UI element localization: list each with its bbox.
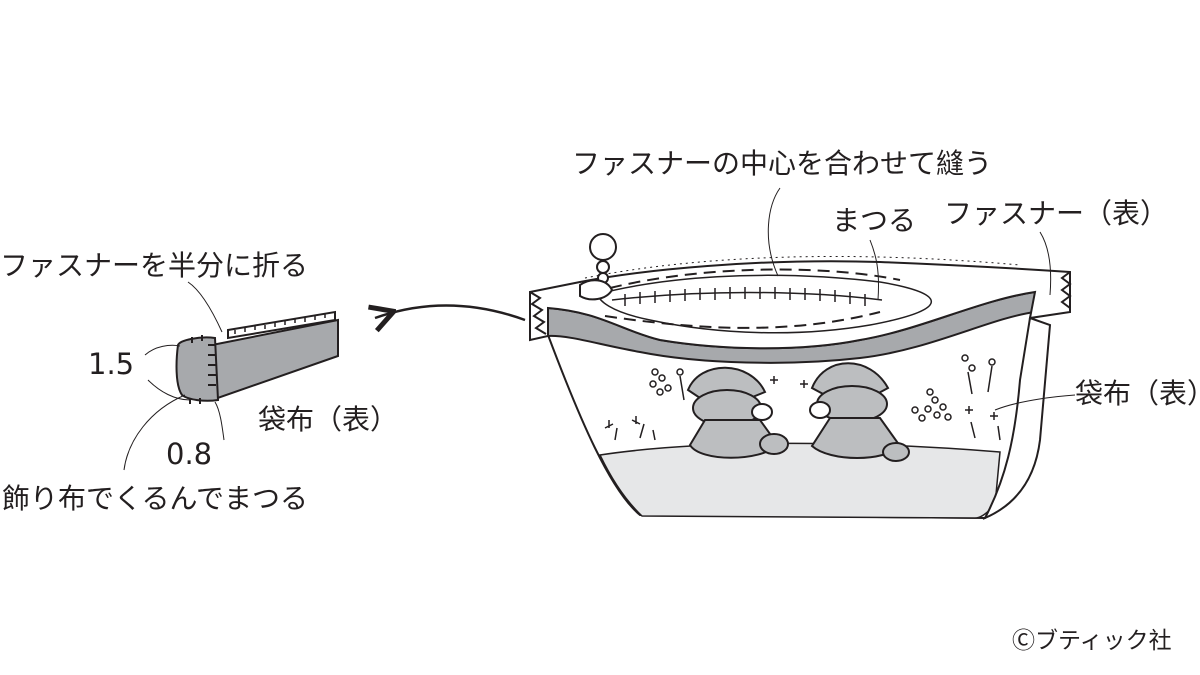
label-bag-fabric-detail: 袋布（表）: [258, 403, 399, 436]
detail-arrow: [375, 304, 526, 321]
leader-lines: [123, 187, 1076, 471]
stitch-line-upper: [609, 268, 901, 289]
embroidery-flowers: [604, 354, 1001, 441]
side-gusset: [982, 316, 1052, 521]
tape-edge-stitches: [584, 255, 1021, 279]
label-zipper-face: ファスナー（表）: [944, 197, 1169, 230]
dimension-bottom: 0.8: [166, 437, 213, 471]
zipper-teeth-ticks: [624, 287, 866, 306]
zipper-end-right: [1060, 271, 1072, 309]
zipper-end-left: [529, 291, 547, 335]
ground-area: [598, 442, 1001, 519]
label-whipstitch-top: まつる: [832, 204, 917, 237]
detail-illustration: [175, 304, 526, 404]
pouch-illustration: [529, 233, 1072, 521]
zipper-opening: [597, 274, 932, 334]
dimension-top: 1.5: [88, 347, 135, 381]
label-fold-zipper-half: ファスナーを半分に折る: [0, 249, 309, 282]
figure-left: [686, 366, 789, 459]
stitch-line-lower: [604, 311, 881, 329]
label-wrap-trim: 飾り布でくるんでまつる: [2, 482, 309, 515]
detail-trim-fold: [175, 336, 220, 402]
label-bag-fabric-main: 袋布（表）: [1075, 377, 1200, 410]
detail-zipper-tape-stitches: [234, 314, 326, 334]
detail-whipstitches: [189, 335, 216, 404]
figure-right: [809, 362, 910, 462]
zipper-pull: [579, 233, 617, 301]
label-zipper-center: ファスナーの中心を合わせて縫う: [572, 147, 993, 180]
copyright-credit: Ⓒブティック社: [1012, 628, 1172, 654]
